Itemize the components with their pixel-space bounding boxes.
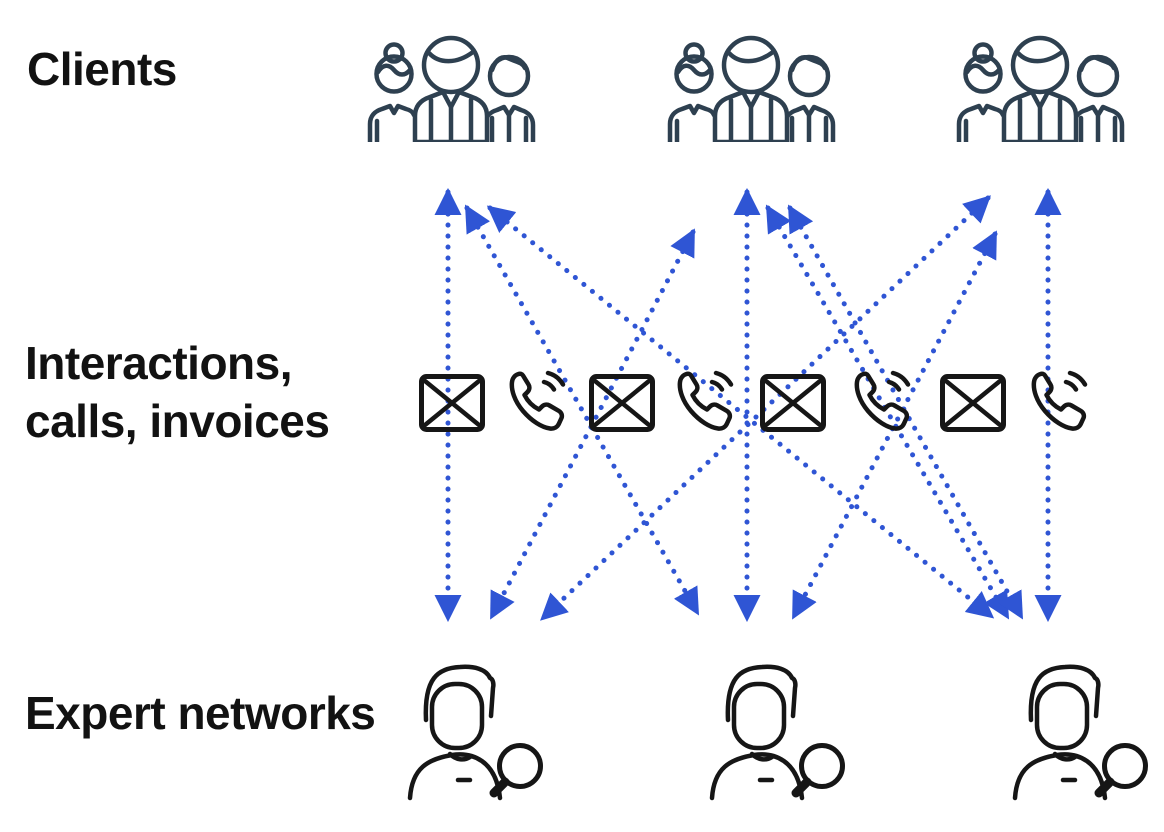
interactions-label-line1: Interactions, — [25, 337, 293, 389]
connection-arrow — [489, 228, 696, 620]
expert-icon-2 — [712, 667, 843, 798]
envelope-icon-1 — [422, 377, 483, 430]
expert-icon-1 — [410, 667, 541, 798]
connection-arrow — [486, 205, 995, 619]
interactions-label-line2: calls, invoices — [25, 395, 330, 447]
connection-arrow — [464, 204, 700, 616]
row-label-clients: Clients — [27, 40, 177, 98]
connection-arrow — [540, 195, 991, 621]
row-label-interactions: Interactions, calls, invoices — [25, 334, 330, 450]
expert-icon-3 — [1015, 667, 1146, 798]
phone-icon-1 — [512, 373, 563, 429]
expert-networks-label-text: Expert networks — [25, 687, 376, 739]
client-group-icon-1 — [370, 38, 533, 142]
envelope-icon-4 — [943, 377, 1004, 430]
client-group-icon-3 — [959, 38, 1122, 142]
envelope-icon-2 — [592, 377, 653, 430]
row-label-expert-networks: Expert networks — [25, 684, 376, 742]
phone-icon-4 — [1034, 373, 1085, 429]
client-group-icon-2 — [670, 38, 833, 142]
clients-label-text: Clients — [27, 43, 177, 95]
arrows-layer — [434, 187, 1062, 623]
